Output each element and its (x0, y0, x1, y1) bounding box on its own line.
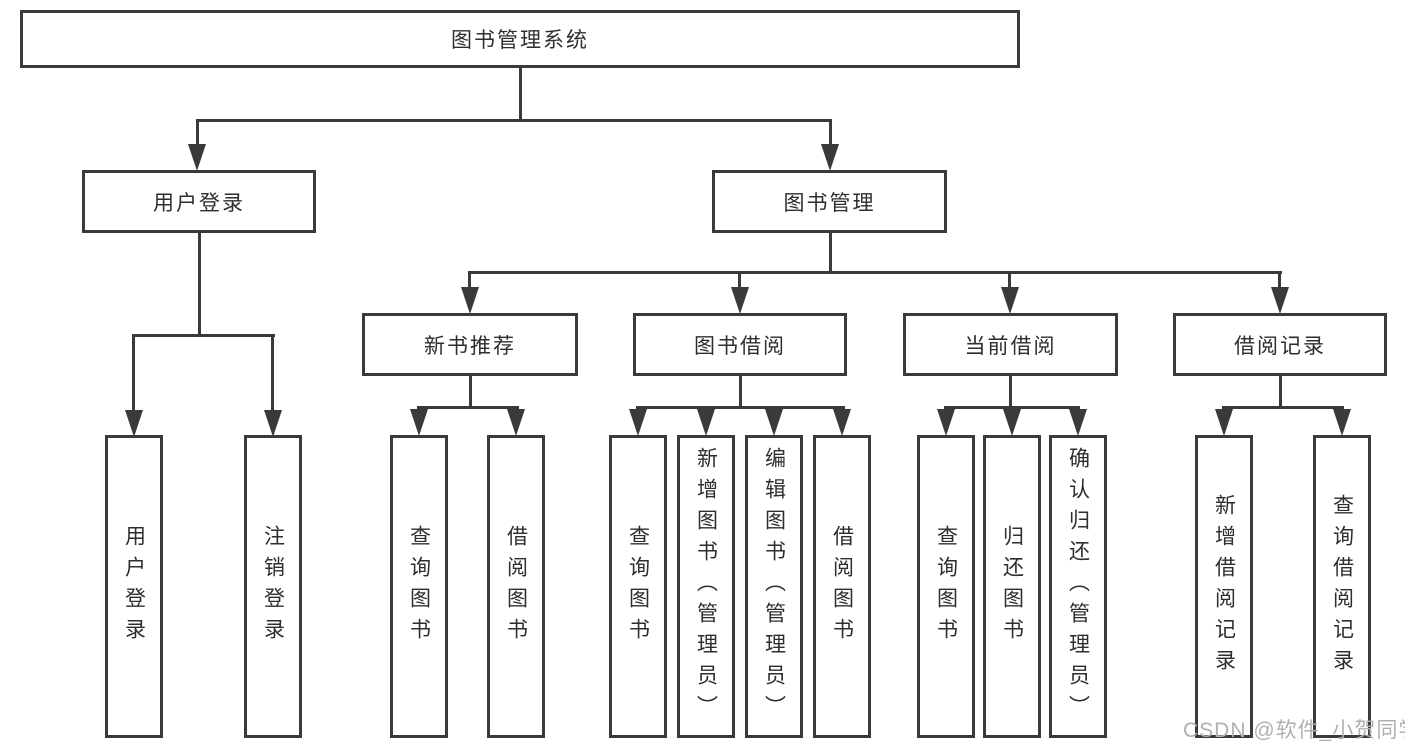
node-book-management-label: 图书管理 (783, 191, 876, 215)
connector-book-mgmt-stem (829, 231, 832, 274)
arrow-down-icon (697, 409, 715, 436)
leaf-user-login: 用户登录 (105, 435, 163, 738)
connector-stub (1340, 406, 1343, 411)
leaf-borrowing-add-book-admin: 新增图书（管理员） (677, 435, 735, 738)
leaf-logout-login-label: 注销登录 (261, 524, 285, 649)
arrow-down-icon (1069, 409, 1087, 436)
connector-stub (1222, 406, 1225, 411)
leaf-user-login-label: 用户登录 (122, 524, 146, 649)
leaf-records-add-record-label: 新增借阅记录 (1212, 493, 1236, 680)
node-book-borrowing: 图书借阅 (633, 313, 847, 376)
leaf-current-query-book: 查询图书 (917, 435, 975, 738)
leaf-borrowing-query-book-label: 查询图书 (626, 524, 650, 649)
leaf-logout-login: 注销登录 (244, 435, 302, 738)
connector-drop-recommend (468, 271, 471, 289)
csdn-watermark: CSDN @软件_小贺同学 (1183, 719, 1405, 742)
node-borrow-records: 借阅记录 (1173, 313, 1387, 376)
leaf-borrowing-borrow-book: 借阅图书 (813, 435, 871, 738)
arrow-down-icon (821, 144, 839, 171)
arrow-down-icon (765, 409, 783, 436)
leaf-borrowing-edit-book-admin-label: 编辑图书（管理员） (762, 447, 786, 726)
node-root-label: 图书管理系统 (451, 29, 589, 52)
connector-stub (417, 406, 420, 411)
connector-stub (1010, 406, 1013, 411)
leaf-recommend-borrow-book: 借阅图书 (487, 435, 545, 738)
connector-drop-records (1278, 271, 1281, 289)
leaf-current-confirm-return-admin: 确认归还（管理员） (1049, 435, 1107, 738)
leaf-records-query-record-label: 查询借阅记录 (1330, 493, 1354, 680)
arrow-down-icon (1271, 287, 1289, 314)
connector-drop-borrowing (738, 271, 741, 289)
leaf-recommend-borrow-book-label: 借阅图书 (504, 524, 528, 649)
node-current-borrowing-label: 当前借阅 (964, 334, 1057, 358)
node-user-login: 用户登录 (82, 170, 316, 233)
connector-stub (944, 406, 947, 411)
connector-drop-leaf-login (132, 334, 135, 412)
leaf-current-return-book-label: 归还图书 (1000, 524, 1024, 649)
connector-stub (704, 406, 707, 411)
arrow-down-icon (1003, 409, 1021, 436)
node-new-book-recommend-label: 新书推荐 (424, 334, 516, 358)
connector-borrowing-stem (739, 374, 742, 409)
connector-book-mgmt-hbar (468, 271, 1282, 274)
connector-recommend-stem (469, 374, 472, 409)
arrow-down-icon (1333, 409, 1351, 436)
leaf-recommend-query-book-label: 查询图书 (407, 524, 431, 649)
node-root: 图书管理系统 (20, 10, 1020, 68)
node-borrow-records-label: 借阅记录 (1234, 334, 1326, 358)
arrow-down-icon (461, 287, 479, 314)
connector-records-hbar (1222, 406, 1344, 409)
node-book-management: 图书管理 (712, 170, 947, 233)
leaf-records-add-record: 新增借阅记录 (1195, 435, 1253, 738)
leaf-recommend-query-book: 查询图书 (390, 435, 448, 738)
arrow-down-icon (1001, 287, 1019, 314)
connector-root-hbar (196, 119, 832, 122)
node-new-book-recommend: 新书推荐 (362, 313, 578, 376)
arrow-down-icon (264, 410, 282, 437)
node-book-borrowing-label: 图书借阅 (694, 334, 786, 358)
connector-drop-leaf-logout (271, 334, 274, 412)
leaf-borrowing-borrow-book-label: 借阅图书 (830, 524, 854, 649)
leaf-current-confirm-return-admin-label: 确认归还（管理员） (1066, 447, 1090, 726)
arrow-down-icon (629, 409, 647, 436)
leaf-current-query-book-label: 查询图书 (934, 524, 958, 649)
leaf-current-return-book: 归还图书 (983, 435, 1041, 738)
connector-current-stem (1009, 374, 1012, 409)
leaf-records-query-record: 查询借阅记录 (1313, 435, 1371, 738)
leaf-borrowing-edit-book-admin: 编辑图书（管理员） (745, 435, 803, 738)
connector-user-login-hbar (132, 334, 275, 337)
connector-recommend-hbar (417, 406, 519, 409)
arrow-down-icon (731, 287, 749, 314)
connector-drop-current (1008, 271, 1011, 289)
arrow-down-icon (833, 409, 851, 436)
node-user-login-label: 用户登录 (153, 191, 245, 215)
arrow-down-icon (1215, 409, 1233, 436)
arrow-down-icon (125, 410, 143, 437)
connector-stub (636, 406, 639, 411)
connector-drop-user-login (196, 119, 199, 147)
arrow-down-icon (507, 409, 525, 436)
leaf-borrowing-add-book-admin-label: 新增图书（管理员） (694, 447, 718, 726)
connector-drop-book-mgmt (829, 119, 832, 147)
connector-stub (1076, 406, 1079, 411)
connector-stub (840, 406, 843, 411)
connector-records-stem (1279, 374, 1282, 409)
connector-user-login-stem (198, 231, 201, 337)
arrow-down-icon (188, 144, 206, 171)
connector-stub (772, 406, 775, 411)
arrow-down-icon (410, 409, 428, 436)
connector-stub (515, 406, 518, 411)
connector-root-stem (519, 66, 522, 120)
leaf-borrowing-query-book: 查询图书 (609, 435, 667, 738)
connector-borrowing-hbar (636, 406, 845, 409)
node-current-borrowing: 当前借阅 (903, 313, 1118, 376)
arrow-down-icon (937, 409, 955, 436)
